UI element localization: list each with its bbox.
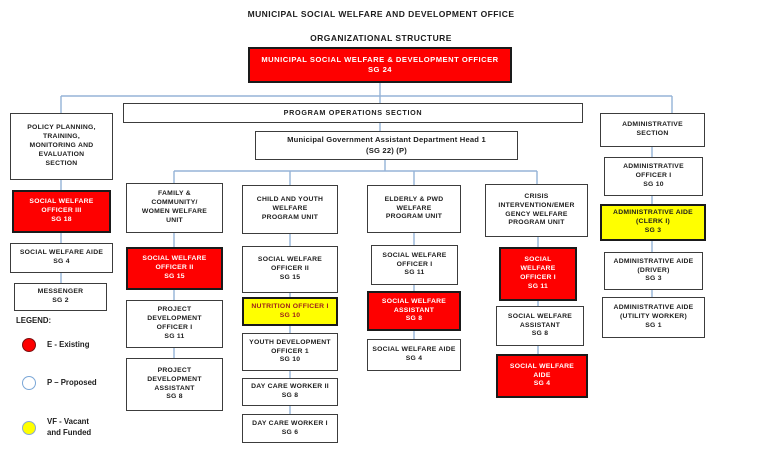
box-admin-aide-utility: ADMINISTRATIVE AIDE (UTILITY WORKER) SG … [602, 297, 705, 338]
box-sg: SG 2 [52, 297, 69, 304]
box-swo-ii-child: SOCIAL WELFARE OFFICER II SG 15 [242, 246, 338, 293]
box-label: MUNICIPAL SOCIAL WELFARE & DEVELOPMENT O… [261, 54, 499, 64]
box-label: SOCIAL WELFARE ASSISTANT [507, 312, 573, 329]
box-program-operations-section: PROGRAM OPERATIONS SECTION [123, 103, 583, 123]
box-social-welfare-officer-iii: SOCIAL WELFARE OFFICER III SG 18 [12, 190, 111, 233]
box-crisis-unit: CRISIS INTERVENTION/EMER GENCY WELFARE P… [485, 184, 588, 237]
box-sw-assistant-elderly: SOCIAL WELFARE ASSISTANT SG 8 [367, 291, 461, 331]
box-sg: SG 11 [527, 282, 549, 290]
proposed-dot-icon [22, 376, 36, 390]
box-label: ADMINISTRATIVE AIDE (CLERK I) [613, 209, 693, 226]
box-label: PROGRAM OPERATIONS SECTION [283, 108, 423, 118]
legend-title: LEGEND: [16, 316, 52, 325]
box-messenger: MESSENGER SG 2 [14, 283, 107, 311]
box-sg: SG 8 [531, 330, 549, 338]
box-sg: SG 15 [279, 273, 301, 281]
box-label: SOCIAL WELFARE AIDE [19, 249, 104, 257]
box-sg: SG 10 [279, 311, 301, 319]
box-label: Municipal Government Assistant Departmen… [287, 135, 486, 145]
box-label: SOCIAL WELFARE OFFICER III [29, 198, 94, 215]
legend-label: VF - Vacant and Funded [47, 417, 92, 437]
box-label: SOCIAL WELFARE ASSISTANT [381, 297, 447, 314]
box-swo-i-crisis: SOCIAL WELFARE OFFICER I SG 11 [499, 247, 577, 301]
legend-label: E - Existing [47, 339, 90, 349]
page-title: MUNICIPAL SOCIAL WELFARE AND DEVELOPMENT… [247, 9, 515, 19]
box-sg: SG 8 [281, 392, 299, 399]
box-youth-dev-officer: YOUTH DEVELOPMENT OFFICER 1 SG 10 [242, 333, 338, 371]
box-sg: SG 3 [644, 226, 662, 234]
box-project-dev-assistant: PROJECT DEVELOPMENT ASSISTANT SG 8 [126, 358, 223, 411]
box-project-dev-officer: PROJECT DEVELOPMENT OFFICER I SG 11 [126, 300, 223, 348]
box-admin-officer-i: ADMINISTRATIVE OFFICER I SG 10 [604, 157, 703, 196]
box-sg: SG 10 [279, 356, 301, 364]
box-label: PROJECT DEVELOPMENT ASSISTANT [147, 366, 202, 392]
box-label: DAY CARE WORKER II [251, 383, 329, 391]
box-sw-assistant-crisis: SOCIAL WELFARE ASSISTANT SG 8 [496, 306, 584, 346]
box-sg: SG 4 [405, 355, 423, 362]
legend-item-vacant-funded: VF - Vacant and Funded [22, 417, 91, 438]
box-label: POLICY PLANNING, TRAINING, MONITORING AN… [27, 124, 96, 167]
box-sg: SG 8 [405, 315, 423, 323]
box-label: ELDERLY & PWD WELFARE PROGRAM UNIT [384, 195, 444, 221]
box-swo-i-elderly: SOCIAL WELFARE OFFICER I SG 11 [371, 245, 458, 285]
box-sg: SG 1 [645, 321, 662, 329]
box-label: ADMINISTRATIVE AIDE (UTILITY WORKER) [613, 304, 694, 321]
box-label: SOCIAL WELFARE OFFICER II [142, 255, 207, 272]
box-sg: SG 3 [645, 275, 662, 283]
box-day-care-worker-i: DAY CARE WORKER I SG 6 [242, 414, 338, 443]
box-sg: SG 11 [164, 332, 185, 340]
box-label: ADMINISTRATIVE SECTION [622, 121, 683, 137]
box-sg: SG 15 [164, 272, 185, 280]
box-mswd-officer: MUNICIPAL SOCIAL WELFARE & DEVELOPMENT O… [248, 47, 512, 83]
box-sg: SG 11 [404, 269, 425, 277]
box-label: SOCIAL WELFARE OFFICER I [382, 251, 447, 268]
box-sg: SG 6 [281, 428, 299, 436]
box-day-care-worker-ii: DAY CARE WORKER II SG 8 [242, 378, 338, 406]
box-child-unit: CHILD AND YOUTH WELFARE PROGRAM UNIT [242, 185, 338, 234]
box-label: ADMINISTRATIVE OFFICER I [623, 163, 684, 180]
box-label: MESSENGER [37, 288, 84, 296]
box-admin-aide-driver: ADMINISTRATIVE AIDE (DRIVER) SG 3 [604, 252, 703, 290]
box-swo-ii-family: SOCIAL WELFARE OFFICER II SG 15 [126, 247, 223, 290]
box-label: SOCIAL WELFARE AIDE [372, 346, 456, 354]
box-elderly-unit: ELDERLY & PWD WELFARE PROGRAM UNIT [367, 185, 461, 233]
box-sw-aide-crisis: SOCIAL WELFARE AIDE SG 4 [496, 354, 588, 398]
box-label: SOCIAL WELFARE AIDE [509, 362, 575, 379]
box-sg: SG 18 [51, 215, 72, 223]
box-sg: SG 10 [643, 180, 664, 188]
page-subtitle: ORGANIZATIONAL STRUCTURE [310, 33, 452, 43]
box-label: NUTRITION OFFICER I [251, 302, 329, 310]
legend-item-proposed: P – Proposed [22, 376, 97, 390]
existing-dot-icon [22, 338, 36, 352]
box-nutrition-officer: NUTRITION OFFICER I SG 10 [242, 297, 338, 326]
box-sg: SG 24 [367, 65, 393, 74]
box-label: PROJECT DEVELOPMENT OFFICER I [147, 306, 202, 331]
box-sg: (SG 22) (P) [365, 145, 408, 155]
box-label: FAMILY & COMMUNITY/ WOMEN WELFARE UNIT [141, 190, 208, 224]
legend-item-existing: E - Existing [22, 338, 89, 352]
box-admin-section: ADMINISTRATIVE SECTION [600, 113, 705, 147]
box-admin-aide-clerk: ADMINISTRATIVE AIDE (CLERK I) SG 3 [600, 204, 706, 241]
box-label: CRISIS INTERVENTION/EMER GENCY WELFARE P… [498, 192, 575, 227]
box-sw-aide-elderly: SOCIAL WELFARE AIDE SG 4 [367, 339, 461, 371]
box-label: CHILD AND YOUTH WELFARE PROGRAM UNIT [256, 196, 324, 221]
box-sg: SG 4 [53, 258, 70, 265]
box-sg: SG 8 [166, 393, 183, 401]
box-label: SOCIAL WELFARE OFFICER I [520, 256, 556, 281]
vacant-funded-dot-icon [22, 420, 36, 435]
box-label: YOUTH DEVELOPMENT OFFICER 1 [249, 338, 331, 355]
box-sg: SG 4 [533, 380, 551, 388]
box-policy-section: POLICY PLANNING, TRAINING, MONITORING AN… [10, 113, 113, 180]
box-label: ADMINISTRATIVE AIDE (DRIVER) [613, 257, 694, 274]
box-family-unit: FAMILY & COMMUNITY/ WOMEN WELFARE UNIT [126, 183, 223, 233]
box-social-welfare-aide-policy: SOCIAL WELFARE AIDE SG 4 [10, 243, 113, 273]
box-label: SOCIAL WELFARE OFFICER II [257, 256, 323, 273]
legend-label: P – Proposed [47, 377, 97, 387]
box-dept-head: Municipal Government Assistant Departmen… [255, 131, 518, 160]
box-label: DAY CARE WORKER I [252, 419, 328, 427]
